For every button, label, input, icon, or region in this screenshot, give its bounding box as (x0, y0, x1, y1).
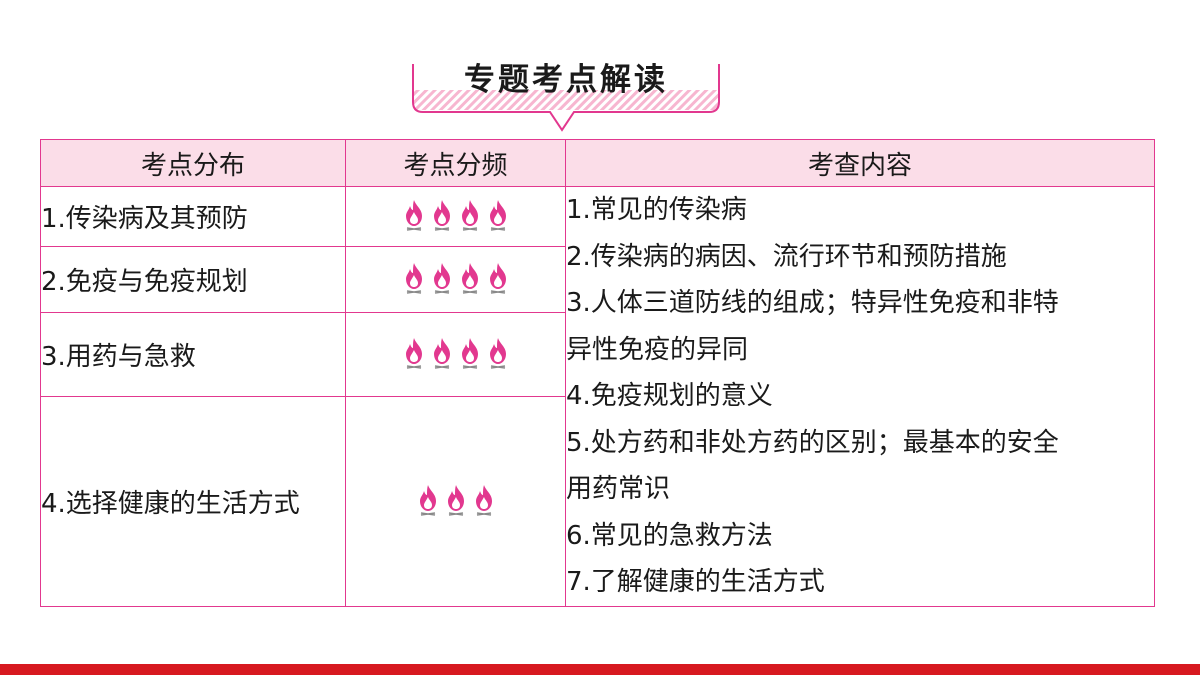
exam-points-table: 考点分布 考点分频 考查内容 1.传染病及其预防 1.常见的传染病 2.传染病的… (40, 139, 1155, 607)
flame-icon (489, 262, 506, 294)
flame-icon (461, 337, 478, 369)
content-line: 3.人体三道防线的组成；特异性免疫和非特 (566, 288, 1059, 318)
topic-cell: 4.选择健康的生活方式 (40, 396, 346, 607)
content-line: 4.免疫规划的意义 (566, 381, 773, 411)
flame-rating (403, 337, 509, 369)
table-row: 4.选择健康的生活方式 (40, 396, 1155, 607)
flame-icon (405, 199, 422, 231)
flame-rating (417, 484, 495, 516)
flame-icon (461, 199, 478, 231)
section-title: 专题考点解读 (464, 62, 668, 98)
content-line: 7.了解健康的生活方式 (566, 567, 825, 597)
title-banner-frame (412, 64, 720, 132)
content-line: 1.常见的传染病 (566, 195, 747, 225)
content-line: 6.常见的急救方法 (566, 520, 773, 551)
frequency-cell (345, 312, 566, 397)
flame-icon (433, 262, 450, 294)
flame-icon (475, 484, 492, 516)
topic-cell: 3.用药与急救 (40, 312, 346, 397)
flame-icon (433, 337, 450, 369)
content-line: 5.处方药和非处方药的区别；最基本的安全 (566, 427, 1059, 458)
flame-icon (489, 337, 506, 369)
table-row: 1.传染病及其预防 1.常见的传染病 2.传染病的病因、流行环节和预防措施 3.… (40, 186, 1155, 607)
header-content: 考查内容 (565, 139, 1155, 187)
table-row: 3.用药与急救 (40, 312, 1155, 397)
content-line: 用药常识 (566, 474, 671, 504)
flame-icon (433, 199, 450, 231)
section-title-banner: 专题考点解读 (410, 62, 722, 132)
flame-rating (403, 199, 509, 231)
header-frequency: 考点分频 (345, 139, 566, 187)
table-header-row: 考点分布 考点分频 考查内容 (40, 139, 1155, 187)
flame-icon (447, 484, 464, 516)
frequency-cell (345, 246, 566, 313)
content-line: 2.传染病的病因、流行环节和预防措施 (566, 241, 1007, 272)
flame-rating (403, 262, 509, 294)
frequency-cell (345, 186, 566, 247)
flame-icon (405, 262, 422, 294)
content-cell: 1.常见的传染病 2.传染病的病因、流行环节和预防措施 3.人体三道防线的组成；… (565, 186, 1155, 607)
topic-cell: 2.免疫与免疫规划 (40, 246, 346, 313)
topic-cell: 1.传染病及其预防 (40, 186, 346, 247)
frequency-cell (345, 396, 566, 607)
bottom-accent-bar (0, 664, 1200, 675)
flame-icon (461, 262, 478, 294)
flame-icon (489, 199, 506, 231)
content-line: 异性免疫的异同 (566, 334, 749, 365)
header-distribution: 考点分布 (40, 139, 346, 187)
flame-icon (419, 484, 436, 516)
flame-icon (405, 337, 422, 369)
table-row: 2.免疫与免疫规划 (40, 246, 1155, 313)
